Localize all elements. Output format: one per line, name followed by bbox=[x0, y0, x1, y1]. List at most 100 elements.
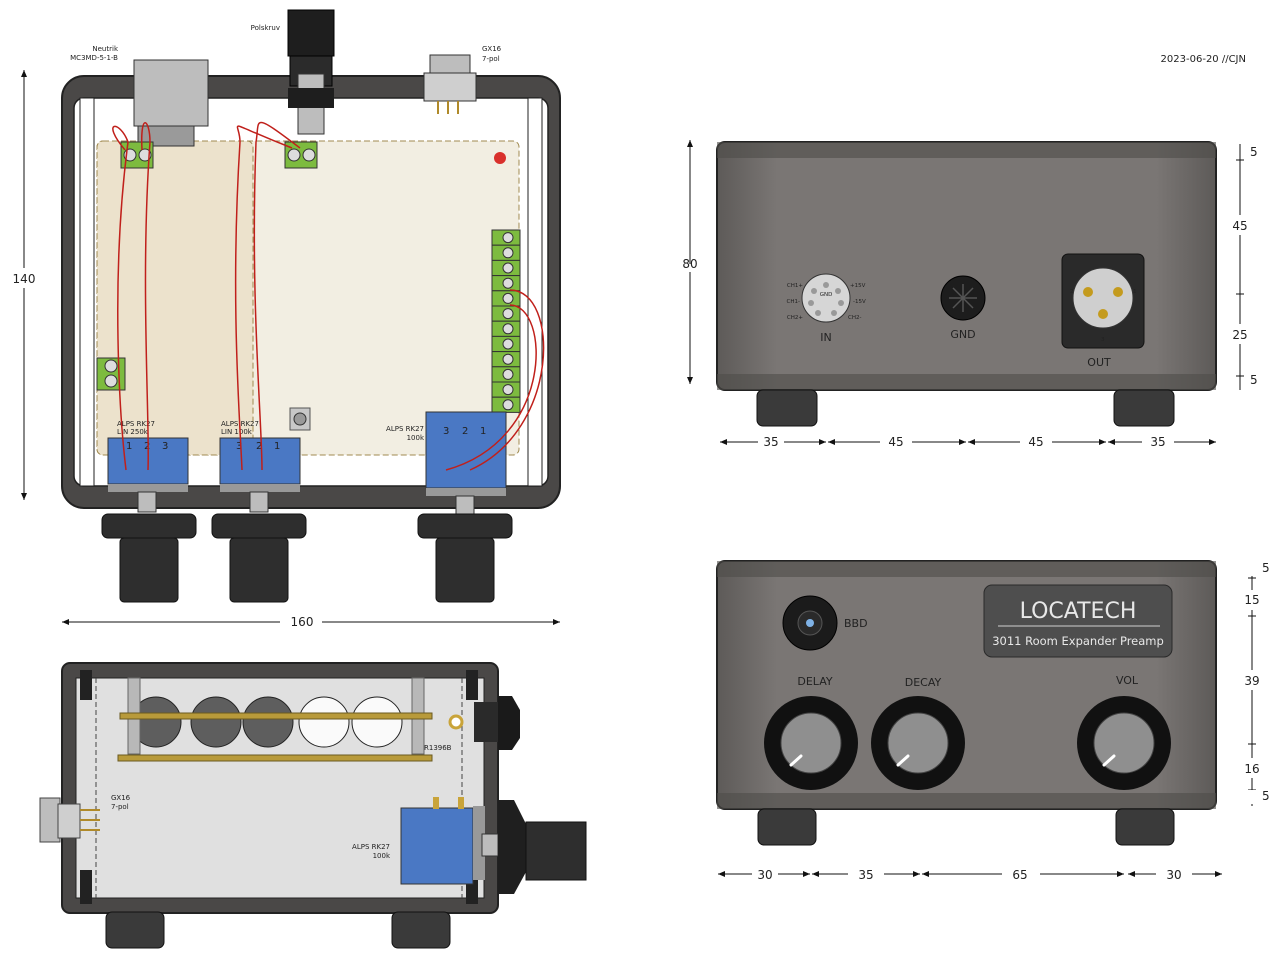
side-pot-label: ALPS RK27 bbox=[352, 843, 390, 851]
din-pin-p15: +15V bbox=[850, 283, 866, 289]
vol-knob[interactable] bbox=[1077, 696, 1171, 790]
rear-foot-right bbox=[1113, 389, 1175, 427]
gx16-pin-label: 7-pol bbox=[482, 55, 500, 63]
vol-label: VOL bbox=[1116, 674, 1139, 687]
xlr-pin-2: 2 bbox=[1070, 289, 1074, 295]
brand-plate bbox=[983, 584, 1173, 658]
pot-3-label: ALPS RK27 bbox=[386, 425, 424, 433]
terminal-screw bbox=[502, 292, 514, 304]
pot-1-value: LIN 250k bbox=[117, 428, 149, 436]
pot-1-pin-3: 3 bbox=[162, 441, 168, 452]
terminal-screw bbox=[502, 262, 514, 274]
pot-3-value: 100k bbox=[407, 434, 425, 442]
rear-dim-h-3: 35 bbox=[1150, 435, 1165, 449]
top-knobs bbox=[101, 513, 513, 603]
wiring bbox=[112, 121, 545, 471]
terminal-screw bbox=[502, 338, 514, 350]
pot-2-pin-2: 2 bbox=[256, 441, 262, 452]
din-pin-m15: -15V bbox=[853, 299, 866, 305]
terminal-screw bbox=[502, 308, 514, 320]
decay-knob[interactable] bbox=[871, 696, 965, 790]
side-foot-left bbox=[105, 911, 165, 949]
pot-3-pin-1: 1 bbox=[480, 426, 486, 437]
rear-dim-v-2: 25 bbox=[1232, 328, 1247, 342]
pot-3-pin-2: 2 bbox=[462, 426, 468, 437]
bbd-label: BBD bbox=[844, 617, 868, 630]
rear-panel: GND CH1+ CH1- CH2+ +15V -15V CH2- IN GND… bbox=[682, 140, 1258, 449]
front-foot-right bbox=[1115, 808, 1175, 846]
side-pot-value: 100k bbox=[373, 852, 391, 860]
gx16-side bbox=[39, 797, 61, 843]
terminal-screw bbox=[502, 247, 514, 259]
din-pin-ch1p: CH1+ bbox=[787, 283, 803, 289]
rear-dim-h-0: 35 bbox=[763, 435, 778, 449]
dim-width-160: 160 bbox=[291, 615, 314, 629]
brand-name: LOCATECH bbox=[1020, 599, 1137, 624]
terminal-screw bbox=[502, 399, 514, 411]
front-dim-h-0: 30 bbox=[757, 868, 772, 882]
rear-gnd-label: GND bbox=[950, 328, 975, 341]
front-dim-v-1: 15 bbox=[1244, 593, 1259, 607]
rear-in-label: IN bbox=[820, 331, 831, 344]
polskruv-label: Polskruv bbox=[251, 24, 280, 32]
terminal-screw bbox=[502, 323, 514, 335]
bracket-lower bbox=[117, 754, 433, 762]
bracket-upper bbox=[119, 712, 433, 720]
front-dim-v-3: 16 bbox=[1244, 762, 1259, 776]
capacitors bbox=[130, 696, 403, 748]
date-signature: 2023-06-20 //CJN bbox=[1161, 54, 1246, 65]
rear-dim-v-3: 5 bbox=[1250, 373, 1258, 387]
gx16-side-label: GX16 bbox=[111, 794, 131, 802]
pot-2: ALPS RK27 LIN 100k bbox=[219, 420, 301, 513]
front-foot-left bbox=[757, 808, 817, 846]
front-dim-h-2: 65 bbox=[1012, 868, 1027, 882]
terminal-screw bbox=[502, 384, 514, 396]
front-dim-h-3: 30 bbox=[1166, 868, 1181, 882]
rear-foot-left bbox=[756, 389, 818, 427]
front-dim-v-0: 5 bbox=[1262, 561, 1270, 575]
side-view: R1396B GX16 7-pol ALPS RK27 100k bbox=[39, 662, 587, 949]
delay-label: DELAY bbox=[797, 675, 832, 688]
rear-dim-v-0: 5 bbox=[1250, 145, 1258, 159]
din-pin-ch2m: CH2- bbox=[848, 315, 861, 321]
terminal-screw bbox=[502, 277, 514, 289]
pot-1-pin-1: 1 bbox=[126, 441, 132, 452]
pot-3-pin-3: 3 bbox=[443, 426, 449, 437]
terminal-strip bbox=[491, 229, 521, 413]
terminal-screw bbox=[502, 368, 514, 380]
pot-3: ALPS RK27 100k bbox=[386, 411, 507, 515]
terminal-screw bbox=[502, 353, 514, 365]
terminal-block-3 bbox=[96, 357, 126, 391]
r1396b-label: R1396B bbox=[424, 744, 452, 752]
side-pot bbox=[400, 807, 474, 885]
terminal-screw bbox=[502, 232, 514, 244]
rear-dim-height: 80 bbox=[682, 257, 697, 271]
dim-height-140: 140 bbox=[13, 272, 36, 286]
front-dim-v-4: 5 bbox=[1262, 789, 1270, 803]
xlr-pin-3: 3 bbox=[1101, 337, 1105, 343]
rear-dim-v-1: 45 bbox=[1232, 219, 1247, 233]
led-indicator bbox=[494, 152, 506, 164]
din-pin-gnd: GND bbox=[820, 292, 833, 298]
neutrik-connector bbox=[133, 59, 209, 127]
rear-out-label: OUT bbox=[1087, 356, 1111, 369]
pot-2-value: LIN 100k bbox=[221, 428, 253, 436]
terminal-block-2 bbox=[284, 141, 318, 169]
gx16-connector bbox=[429, 54, 471, 74]
pot-2-pin-1: 1 bbox=[274, 441, 280, 452]
gx16-label: GX16 bbox=[482, 45, 502, 53]
decay-label: DECAY bbox=[905, 676, 942, 689]
rear-dim-h-2: 45 bbox=[1028, 435, 1043, 449]
pot-2-pin-3: 3 bbox=[236, 441, 242, 452]
front-dim-h-1: 35 bbox=[858, 868, 873, 882]
polskruv-cap bbox=[287, 9, 335, 57]
model-name: 3011 Room Expander Preamp bbox=[992, 634, 1164, 648]
delay-knob[interactable] bbox=[764, 696, 858, 790]
xlr-pin-1: 1 bbox=[1133, 289, 1137, 295]
front-dim-v-2: 39 bbox=[1244, 674, 1259, 688]
top-view: Neutrik MC3MD-5-1-B Polskruv GX16 7-pol bbox=[10, 9, 561, 629]
neutrik-label: Neutrik bbox=[92, 45, 119, 53]
din-input-jack bbox=[801, 273, 851, 323]
pot-1-label: ALPS RK27 bbox=[117, 420, 155, 428]
front-panel: LOCATECH 3011 Room Expander Preamp BBD D… bbox=[716, 560, 1270, 882]
